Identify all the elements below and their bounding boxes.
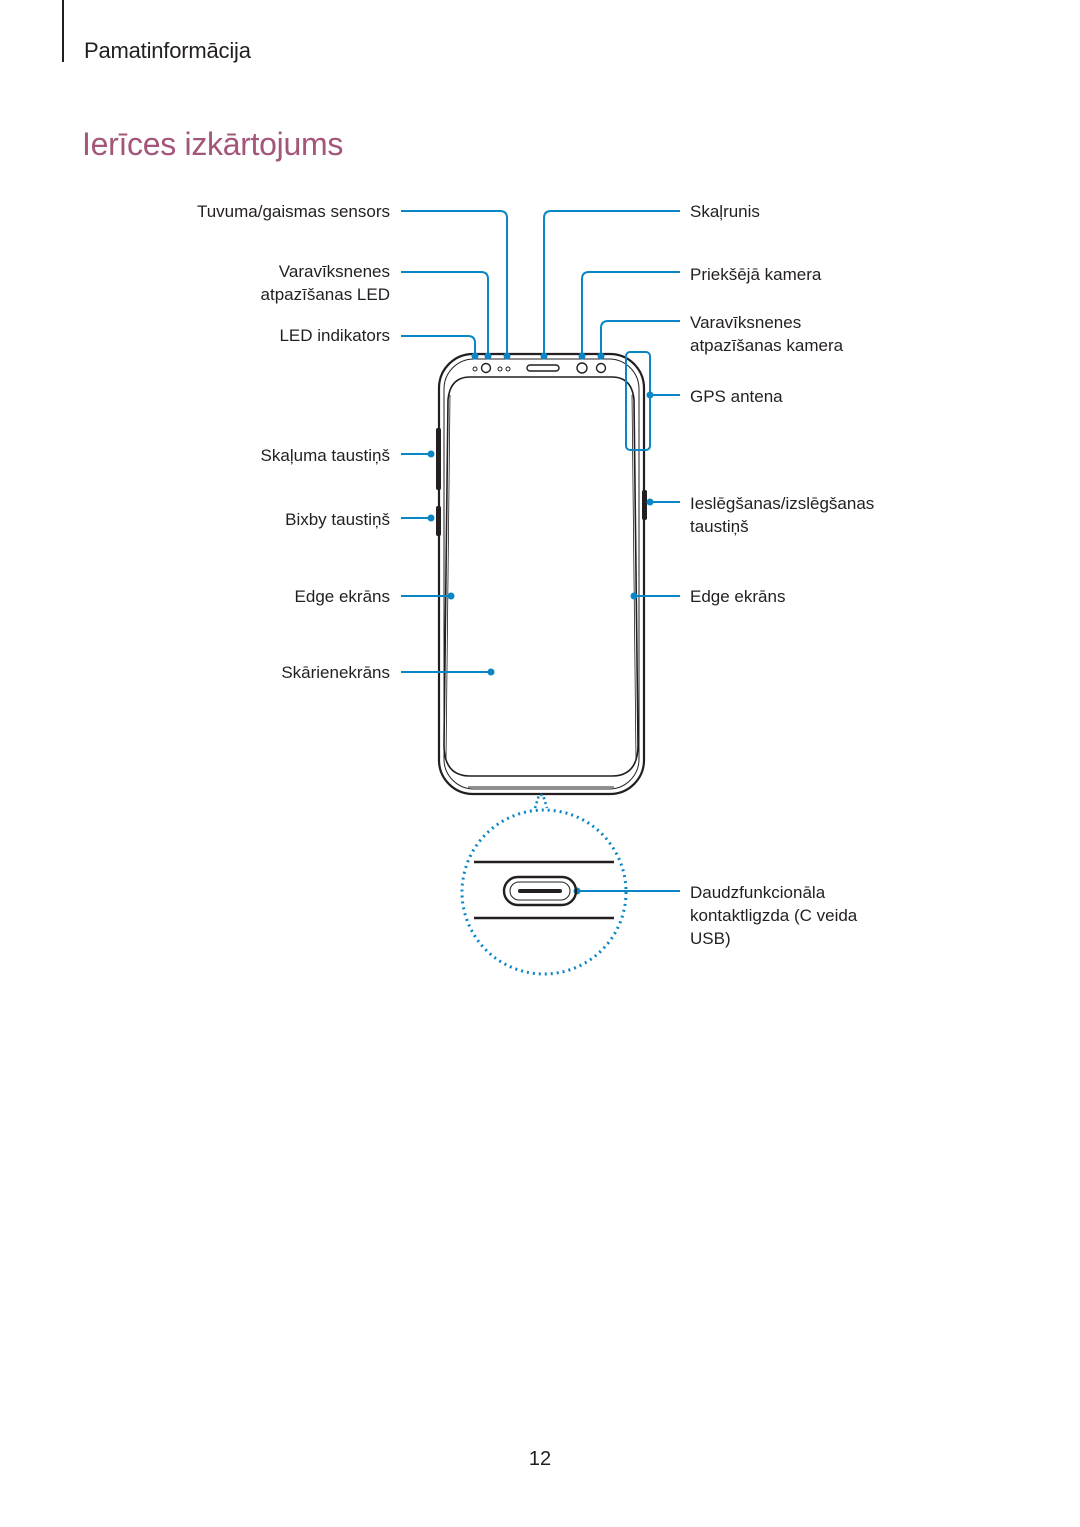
screen-outline — [443, 376, 639, 777]
label-edge-screen-left: Edge ekrāns — [294, 587, 390, 606]
label-iris-led-line1: Varavīksnenes — [278, 262, 390, 281]
front-camera-shape — [576, 362, 588, 374]
dot-power-key — [646, 498, 654, 506]
led-dot-b — [505, 366, 511, 372]
power-key-shape — [642, 490, 647, 520]
label-power-key-line2: taustiņš — [690, 517, 749, 536]
callout-speaker — [543, 210, 680, 354]
label-edge-screen-right: Edge ekrāns — [690, 587, 786, 606]
page-number: 12 — [528, 1448, 552, 1470]
callout-led-indicator — [401, 335, 476, 354]
usb-port-inner — [509, 881, 571, 901]
label-iris-led-line2: atpazīšanas LED — [260, 285, 390, 304]
usb-zoom-detail — [460, 793, 628, 976]
bixby-key-shape — [436, 506, 441, 536]
zoom-connector — [533, 793, 549, 809]
dot-edge-screen-right — [630, 592, 638, 600]
label-usb-port: Daudzfunkcionāla kontaktligzda (C veida … — [690, 881, 857, 950]
phone-outer-frame — [437, 352, 646, 796]
callout-lines — [401, 210, 680, 892]
label-power-key-line1: Ieslēgšanas/izslēgšanas — [690, 494, 875, 513]
dot-iris-led — [484, 352, 492, 360]
label-power-key: Ieslēgšanas/izslēgšanas taustiņš — [690, 492, 874, 538]
dot-touchscreen — [487, 668, 495, 676]
dot-bixby-key — [427, 514, 435, 522]
left-edge-curve — [445, 394, 451, 761]
proximity-sensor-shape — [480, 362, 492, 374]
label-bixby-key: Bixby taustiņš — [285, 510, 390, 529]
callout-proximity-sensor — [401, 210, 508, 354]
gps-antenna-highlight — [625, 351, 651, 451]
label-usb-line1: Daudzfunkcionāla — [690, 883, 826, 902]
callout-dots — [427, 352, 654, 895]
zoom-circle — [460, 808, 628, 976]
speaker-grille — [526, 364, 560, 372]
page-title: Ierīces izkārtojums — [82, 126, 344, 162]
dot-gps-antenna — [646, 391, 654, 399]
phone-illustration — [436, 352, 647, 796]
label-led-indicator: LED indikators — [279, 326, 390, 345]
dot-volume-key — [427, 450, 435, 458]
label-iris-camera: Varavīksnenes atpazīšanas kamera — [690, 311, 843, 357]
dot-front-camera — [578, 352, 586, 360]
header-rule — [62, 0, 64, 62]
volume-key-shape — [436, 428, 441, 490]
dot-led-indicator — [471, 352, 479, 360]
label-iris-led: Varavīksnenes atpazīšanas LED — [261, 260, 390, 306]
led-dot-a — [497, 366, 503, 372]
usb-port-outer — [502, 875, 578, 907]
callout-iris-camera — [600, 320, 680, 354]
dot-speaker — [540, 352, 548, 360]
label-usb-line3: USB) — [690, 929, 731, 948]
right-edge-curve — [631, 394, 637, 761]
label-front-camera: Priekšējā kamera — [690, 265, 822, 284]
iris-camera-shape — [595, 362, 607, 374]
label-speaker: Skaļrunis — [690, 202, 760, 221]
dot-edge-screen-left — [447, 592, 455, 600]
phone-inner-frame — [443, 358, 640, 790]
dot-iris-camera — [597, 352, 605, 360]
dot-proximity-sensor — [503, 352, 511, 360]
label-gps-antenna: GPS antena — [690, 387, 783, 406]
label-iris-camera-line1: Varavīksnenes — [690, 313, 802, 332]
label-iris-camera-line2: atpazīšanas kamera — [690, 336, 844, 355]
label-volume-key: Skaļuma taustiņš — [260, 446, 390, 465]
callout-front-camera — [581, 271, 680, 354]
section-header: Pamatinformācija — [84, 38, 251, 63]
callout-iris-led — [401, 271, 489, 354]
label-proximity-sensor: Tuvuma/gaismas sensors — [196, 202, 390, 221]
iris-led-dot — [472, 366, 478, 372]
label-usb-line2: kontaktligzda (C veida — [690, 906, 858, 925]
label-touchscreen: Skārienekrāns — [281, 663, 390, 682]
